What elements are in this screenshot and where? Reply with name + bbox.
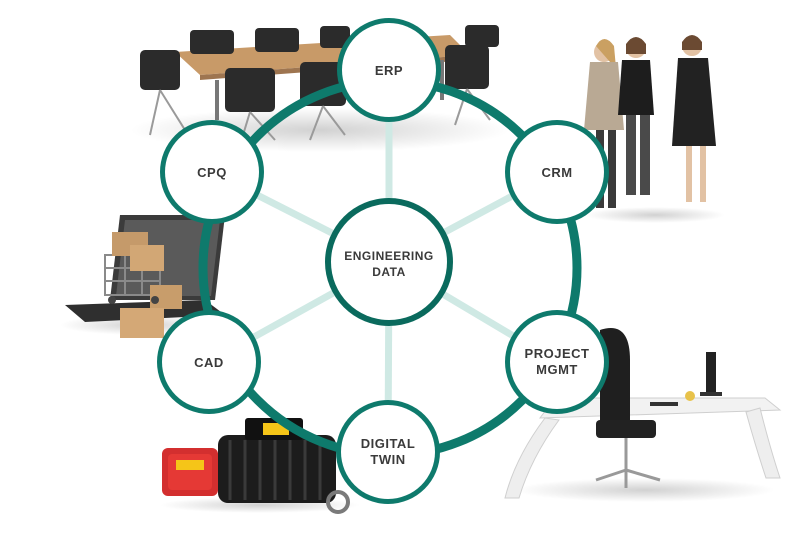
spoke-project-mgmt — [442, 291, 515, 339]
project-mgmt-node[interactable]: PROJECT MGMT — [505, 310, 609, 414]
office-desk-photo — [504, 328, 782, 502]
spoke-crm — [443, 193, 513, 235]
project-mgmt-label-line-1: PROJECT — [525, 346, 590, 361]
erp-label: ERP — [375, 63, 403, 78]
digital-twin-label-line-2: TWIN — [370, 452, 405, 467]
cad-label: CAD — [194, 355, 224, 370]
project-mgmt-label-line-2: MGMT — [536, 362, 578, 377]
winch-photo — [160, 418, 360, 514]
crm-label: CRM — [541, 165, 572, 180]
digital-twin-node[interactable]: DIGITAL TWIN — [336, 400, 440, 504]
erp-node[interactable]: ERP — [337, 18, 441, 122]
crm-node[interactable]: CRM — [505, 120, 609, 224]
spoke-cad — [252, 290, 335, 340]
center-node: ENGINEERING DATA — [325, 198, 453, 326]
business-women-photo — [584, 35, 725, 223]
cad-node[interactable]: CAD — [157, 310, 261, 414]
digital-twin-label-line-1: DIGITAL — [361, 436, 416, 451]
cpq-label: CPQ — [197, 165, 227, 180]
center-label-line-2: DATA — [372, 265, 406, 279]
spoke-cpq — [256, 192, 334, 237]
center-label-line-1: ENGINEERING — [344, 249, 434, 263]
spokes — [252, 122, 515, 401]
cpq-node[interactable]: CPQ — [160, 120, 264, 224]
